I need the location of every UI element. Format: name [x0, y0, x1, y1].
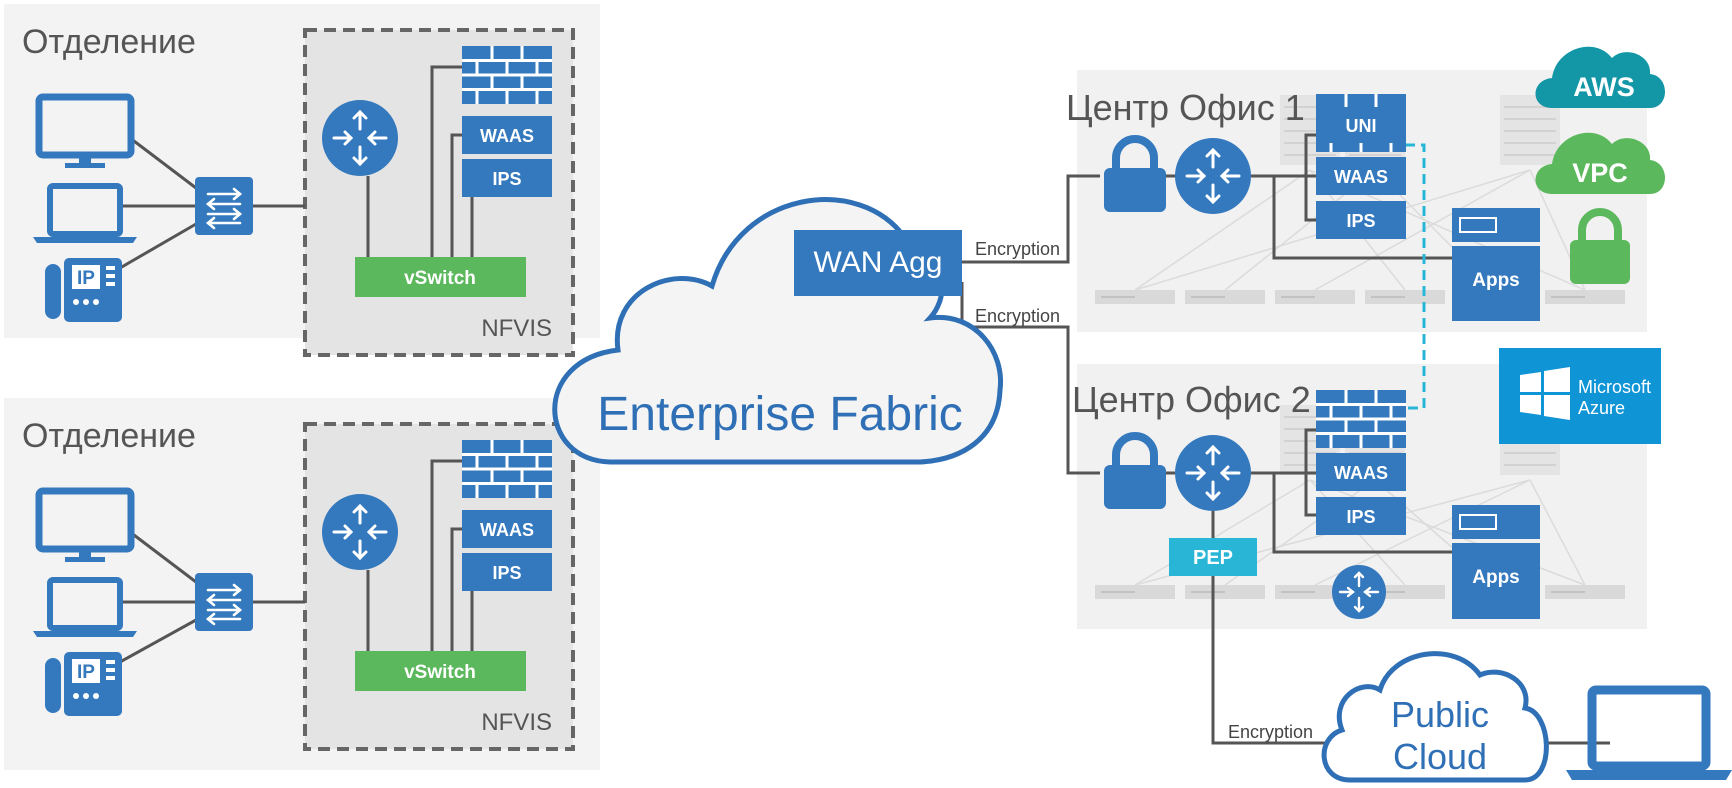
apps-server: Apps [1452, 208, 1540, 321]
encryption-label-2: Encryption [975, 306, 1060, 326]
public-cloud-line2: Cloud [1393, 736, 1487, 777]
wan-agg-block [794, 230, 962, 296]
ips-block [462, 159, 552, 197]
vpc-label: VPC [1572, 158, 1628, 188]
dc-title: Центр Офис 2 [1072, 379, 1311, 420]
waas-block [1316, 157, 1406, 195]
uni-block [1316, 107, 1406, 143]
branch-title: Отделение [22, 417, 196, 455]
firewall-icon [1314, 388, 1408, 450]
ip-phone-icon: IP [45, 652, 122, 716]
ip-phone-label: IP [77, 268, 95, 289]
dc-title: Центр Офис 1 [1066, 87, 1305, 128]
lock-icon [1570, 208, 1630, 284]
waas-label: WAAS [1334, 463, 1388, 483]
ips-label: IPS [1346, 211, 1375, 231]
public-cloud: Public Cloud [1321, 651, 1549, 783]
switch-icon [193, 175, 255, 237]
firewall-icon [460, 438, 554, 500]
branch-title: Отделение [22, 23, 196, 61]
firewall-icon [460, 44, 554, 106]
ips-label: IPS [1346, 507, 1375, 527]
laptop-icon [1566, 685, 1732, 780]
router-icon [320, 98, 400, 178]
ips-block [1316, 201, 1406, 239]
vswitch-block [355, 651, 526, 691]
branch-links [119, 459, 474, 664]
aws-cloud-icon: AWS [1535, 46, 1665, 108]
azure-line2: Azure [1578, 398, 1625, 418]
public-cloud-line1: Public [1391, 694, 1489, 735]
router-icon [1173, 136, 1253, 216]
nfvis-label: NFVIS [481, 315, 552, 342]
branch-2: Отделение NFVIS IP WAAS IPS [4, 398, 600, 770]
apps-server: Apps [1452, 505, 1540, 619]
waas-block [462, 510, 552, 548]
vswitch-label: vSwitch [404, 662, 476, 683]
ips-block [1316, 497, 1406, 535]
branch-1: Отделение NFVIS IP WAAS IPS [4, 4, 600, 357]
waas-block [462, 116, 552, 154]
vswitch-block [355, 257, 526, 297]
apps-label: Apps [1472, 270, 1520, 291]
vswitch-label: vSwitch [404, 268, 476, 289]
waas-label: WAAS [480, 126, 534, 146]
azure-line1: Microsoft [1578, 377, 1651, 397]
switch-icon [193, 571, 255, 633]
dc-interconnect-link [1403, 143, 1426, 410]
encryption-label-1: Encryption [975, 239, 1060, 259]
router-icon [1173, 433, 1253, 513]
pep-block [1169, 538, 1257, 576]
vpc-cloud-icon: VPC [1535, 132, 1665, 194]
waas-label: WAAS [480, 520, 534, 540]
ip-phone-label: IP [77, 662, 95, 683]
ips-label: IPS [492, 563, 521, 583]
uni-label: UNI [1346, 116, 1377, 136]
wan-links [960, 133, 1610, 745]
azure-logo: Microsoft Azure [1499, 348, 1661, 444]
router-icon [1330, 563, 1388, 621]
windows-icon [1520, 367, 1570, 420]
ips-label: IPS [492, 169, 521, 189]
pep-label: PEP [1193, 547, 1233, 569]
waas-block [1316, 453, 1406, 491]
fabric-label: Enterprise Fabric [597, 388, 962, 441]
waas-label: WAAS [1334, 167, 1388, 187]
encryption-label-3: Encryption [1228, 722, 1313, 742]
wan-agg-label: WAN Agg [814, 246, 943, 279]
router-icon [320, 492, 400, 572]
apps-label: Apps [1472, 567, 1520, 588]
ips-block [462, 553, 552, 591]
ip-phone-icon: IP [45, 258, 122, 322]
nfvis-label: NFVIS [481, 709, 552, 736]
aws-label: AWS [1573, 72, 1635, 102]
